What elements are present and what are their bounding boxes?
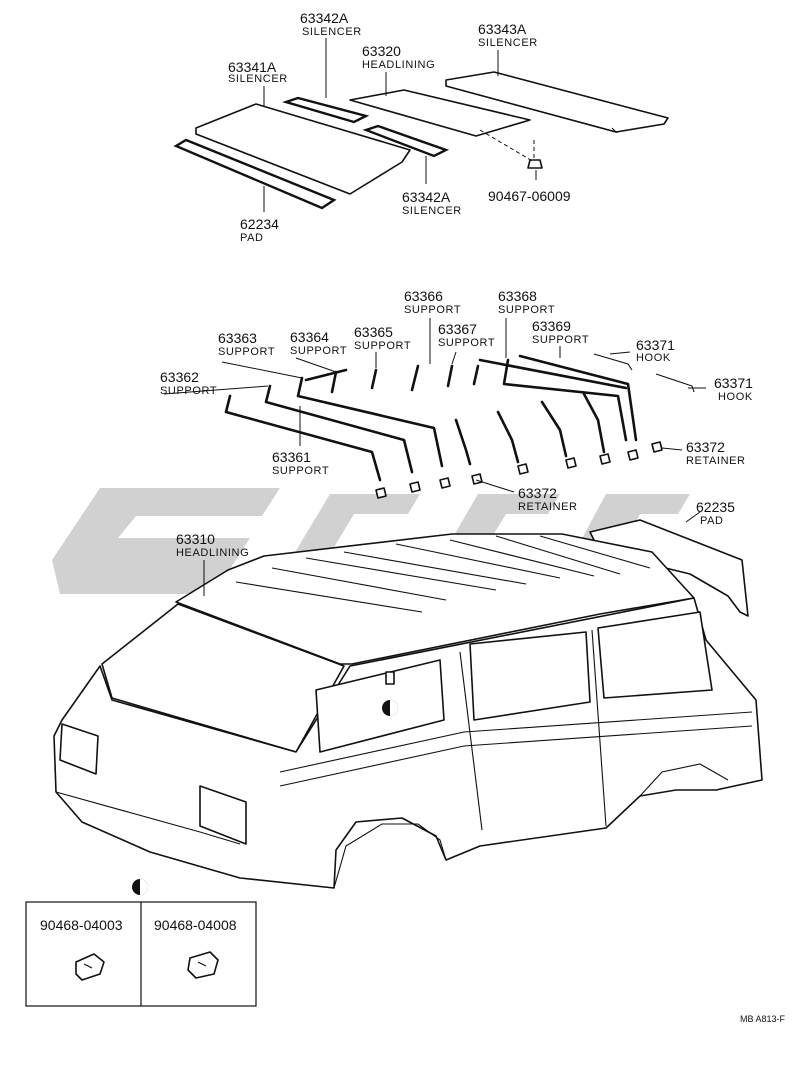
label-63362-number: 63362	[160, 369, 199, 385]
support-63367-rib	[446, 364, 454, 388]
support-63366-rib	[410, 364, 420, 392]
retainer-icon	[517, 463, 529, 475]
label-63310-number: 63310	[176, 531, 215, 547]
label-63365-name: SUPPORT	[354, 340, 411, 352]
retainer-icon	[627, 449, 639, 461]
support-63368-rib	[472, 364, 480, 386]
side-window-rear	[315, 659, 445, 753]
inset-box	[25, 901, 257, 1007]
label-63320-number: 63320	[362, 43, 401, 59]
top-panels	[173, 71, 669, 210]
retainer-icon	[439, 477, 451, 489]
label-63341a-number: 63341A	[228, 59, 277, 75]
label-63364-name: SUPPORT	[290, 345, 347, 357]
label-63371-b-number: 63371	[714, 375, 753, 391]
part-labels: 63342A SILENCER 63320 HEADLINING 63343A …	[40, 10, 786, 1024]
support-63365-rib	[370, 368, 378, 390]
support-63369-rib	[502, 358, 628, 442]
retainer-icon	[375, 487, 387, 499]
inset-left-part-number: 90468-04003	[40, 917, 123, 933]
label-90467-number: 90467-06009	[488, 188, 571, 204]
label-63372-a-number: 63372	[686, 439, 725, 455]
label-63320-name: HEADLINING	[362, 59, 435, 71]
clip-90467-icon	[527, 159, 543, 169]
support-leaders	[163, 318, 706, 523]
label-62234-number: 62234	[240, 216, 279, 232]
label-63372-a-name: RETAINER	[686, 455, 746, 467]
retainer-icon	[471, 473, 483, 485]
label-63372-b-number: 63372	[518, 485, 557, 501]
top-leaders	[263, 38, 537, 212]
silencer-63342a-top-strip	[281, 96, 370, 124]
label-63343a-number: 63343A	[478, 21, 527, 37]
silencer-63341a-panel	[195, 103, 411, 195]
label-63369-number: 63369	[532, 318, 571, 334]
label-63342a-bottom-number: 63342A	[402, 189, 451, 205]
label-63342a-top-name: SILENCER	[302, 26, 362, 38]
inset-right-part-number: 90468-04008	[154, 917, 237, 933]
silencer-63342a-bottom-strip	[362, 124, 450, 158]
label-63361-number: 63361	[272, 449, 311, 465]
label-63371-b-name: HOOK	[718, 391, 753, 403]
label-63369-name: SUPPORT	[532, 334, 589, 346]
label-63368-name: SUPPORT	[498, 304, 555, 316]
label-63363-number: 63363	[218, 330, 257, 346]
label-62234-name: PAD	[240, 232, 264, 244]
label-63362-name: SUPPORT	[160, 385, 217, 397]
label-63310-name: HEADLINING	[176, 547, 249, 559]
label-63361-name: SUPPORT	[272, 465, 329, 477]
footer-code: MB A813-F	[740, 1014, 786, 1024]
side-window-front	[597, 611, 713, 699]
hook-63371-b-icon	[655, 373, 695, 393]
retainer-icon	[651, 441, 663, 453]
side-window-middle	[469, 631, 591, 721]
label-63342a-top-number: 63342A	[300, 10, 349, 26]
label-63366-number: 63366	[404, 288, 443, 304]
headlining-63310-roof	[175, 533, 695, 665]
support-63364-rib	[330, 370, 338, 394]
label-63343a-name: SILENCER	[478, 37, 538, 49]
retainer-icon	[565, 457, 577, 469]
label-63341a-name: SILENCER	[228, 73, 288, 85]
roof-supports	[224, 354, 638, 482]
label-63367-number: 63367	[438, 321, 477, 337]
label-63342a-bottom-name: SILENCER	[402, 205, 462, 217]
label-63367-name: SUPPORT	[438, 337, 495, 349]
label-63372-b-name: RETAINER	[518, 501, 578, 513]
label-62235-number: 62235	[696, 499, 735, 515]
inset-reference-icon	[132, 879, 148, 895]
label-63366-name: SUPPORT	[404, 304, 461, 316]
label-63371-a-name: HOOK	[636, 352, 671, 364]
retainer-icon	[409, 481, 421, 493]
label-63364-number: 63364	[290, 329, 329, 345]
pad-62234-strip	[173, 138, 337, 210]
label-63363-name: SUPPORT	[218, 346, 275, 358]
van-body	[53, 519, 763, 889]
support-63361-rib	[224, 394, 382, 482]
hooks	[593, 353, 695, 393]
retainers	[375, 441, 663, 499]
label-63368-number: 63368	[498, 288, 537, 304]
retainer-icon	[599, 453, 611, 465]
label-63365-number: 63365	[354, 324, 393, 340]
label-63371-a-number: 63371	[636, 337, 675, 353]
support-63362-rib	[264, 384, 414, 474]
label-62235-name: PAD	[700, 515, 724, 527]
hook-63371-a-icon	[593, 353, 633, 371]
support-63363-rib	[296, 376, 444, 468]
